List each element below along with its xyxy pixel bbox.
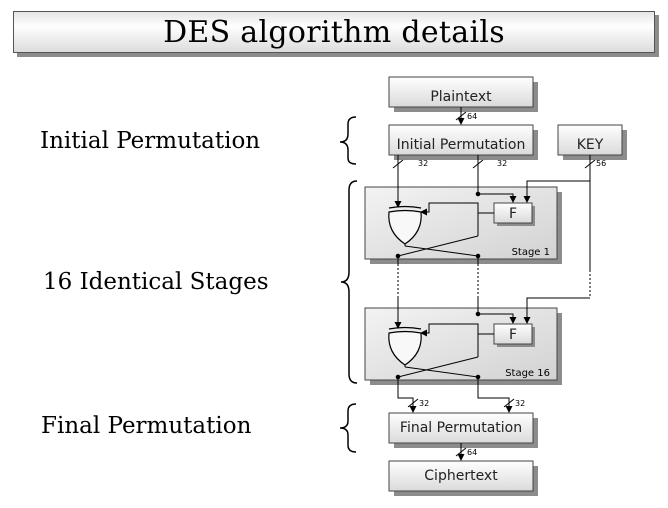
label-identical-stages: 16 Identical Stages bbox=[43, 269, 269, 295]
f-box-stage-16-label: F bbox=[509, 327, 517, 343]
final-permutation-label: Final Permutation bbox=[400, 420, 522, 436]
plaintext-box: Plaintext bbox=[388, 76, 538, 112]
bus-width-fp-left: 32 bbox=[419, 399, 429, 408]
stage-16-label: Stage 16 bbox=[505, 368, 550, 379]
final-permutation-box: Final Permutation bbox=[388, 412, 538, 448]
label-initial-permutation: Initial Permutation bbox=[40, 128, 261, 154]
bus-ticks bbox=[392, 111, 596, 457]
initial-permutation-box: Initial Permutation bbox=[388, 124, 538, 160]
bus-width-plaintext: 64 bbox=[467, 112, 477, 121]
key-label: KEY bbox=[577, 137, 604, 153]
title-banner: DES algorithm details bbox=[13, 11, 655, 53]
xor-gate-stage-16 bbox=[388, 326, 422, 366]
brace-initial bbox=[339, 116, 357, 165]
stage-1-label: Stage 1 bbox=[512, 247, 550, 258]
bus-width-fp-out: 64 bbox=[467, 448, 477, 457]
label-final-permutation: Final Permutation bbox=[41, 413, 252, 439]
initial-permutation-label: Initial Permutation bbox=[397, 137, 526, 153]
wires bbox=[394, 107, 591, 461]
bus-width-ip-left: 32 bbox=[418, 159, 428, 168]
key-box: KEY bbox=[557, 124, 627, 160]
xor-gate-stage-1 bbox=[388, 205, 422, 245]
f-box-stage-1-label: F bbox=[509, 206, 517, 222]
bus-width-fp-right: 32 bbox=[515, 399, 525, 408]
brace-stages bbox=[340, 180, 358, 384]
f-box-stage-1: F bbox=[493, 202, 535, 226]
plaintext-label: Plaintext bbox=[430, 89, 492, 105]
ciphertext-label: Ciphertext bbox=[424, 468, 498, 484]
f-box-stage-16: F bbox=[493, 323, 535, 347]
bus-width-key: 56 bbox=[596, 159, 606, 168]
bus-width-ip-right: 32 bbox=[497, 159, 507, 168]
brace-final bbox=[339, 403, 357, 453]
ciphertext-box: Ciphertext bbox=[388, 460, 538, 496]
page-title: DES algorithm details bbox=[163, 14, 505, 50]
